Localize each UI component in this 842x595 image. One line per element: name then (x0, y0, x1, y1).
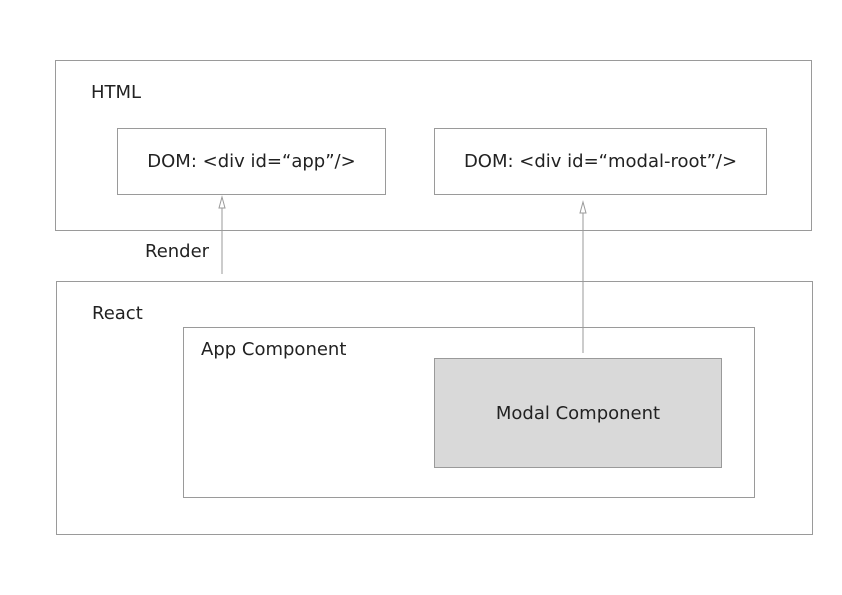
modal-component-label: Modal Component (495, 402, 661, 424)
dom-app-box: DOM: <div id=“app”/> (117, 128, 386, 195)
modal-component-box: Modal Component (434, 358, 722, 468)
dom-modal-root-label: DOM: <div id=“modal-root”/> (463, 151, 738, 172)
render-label: Render (145, 241, 210, 262)
dom-app-label: DOM: <div id=“app”/> (147, 151, 356, 172)
app-component-label: App Component (201, 339, 347, 360)
dom-modal-root-box: DOM: <div id=“modal-root”/> (434, 128, 767, 195)
html-title: HTML (91, 82, 142, 103)
react-title: React (92, 303, 143, 324)
